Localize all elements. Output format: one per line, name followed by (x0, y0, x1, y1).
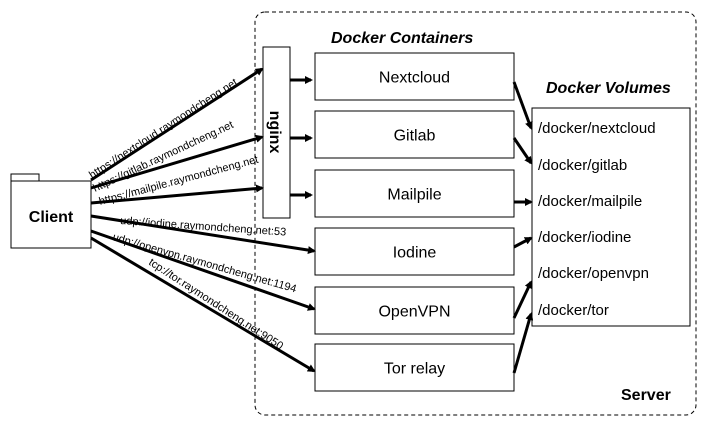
volumes-layer: /docker/nextcloud/docker/gitlab/docker/m… (538, 120, 656, 319)
volume-arrow-tor (512, 312, 534, 374)
connection-label-openvpn: udp://openvpn.raymondcheng.net:1194 (111, 231, 298, 295)
container-label: OpenVPN (378, 304, 450, 321)
client-arrow-iodine (90, 214, 316, 255)
container-label: Nextcloud (379, 70, 450, 87)
client-node: Client (10, 173, 92, 249)
container-box (314, 52, 515, 101)
container-tor: Tor relay (314, 343, 515, 392)
container-label: Mailpile (387, 187, 441, 204)
container-mailpile: Mailpile (314, 169, 515, 218)
server-label: Server (621, 387, 671, 404)
volume-tor: /docker/tor (538, 302, 609, 319)
container-label: Gitlab (394, 128, 436, 145)
volume-arrow-nextcloud (512, 81, 533, 130)
container-iodine: Iodine (314, 227, 515, 276)
volume-openvpn: /docker/openvpn (538, 265, 649, 282)
container-box (314, 169, 515, 218)
container-box (314, 227, 515, 276)
volumes-box (531, 107, 691, 327)
volume-nextcloud: /docker/nextcloud (538, 120, 656, 137)
volumes-heading: Docker Volumes (546, 80, 671, 97)
container-label: Iodine (393, 245, 437, 262)
client-arrow-openvpn (90, 229, 316, 311)
server-boundary (254, 11, 697, 416)
volume-arrow-gitlab (512, 137, 533, 165)
nginx-label: nginx (266, 111, 283, 154)
container-gitlab: Gitlab (314, 110, 515, 159)
volume-gitlab: /docker/gitlab (538, 157, 627, 174)
containers-heading: Docker Containers (331, 30, 473, 47)
volume-iodine: /docker/iodine (538, 229, 631, 246)
container-box (314, 110, 515, 159)
client-label: Client (29, 209, 74, 226)
client-arrow-tor (90, 236, 316, 373)
container-box (314, 343, 515, 392)
client-arrow-nextcloud (90, 67, 264, 182)
nginx-node: nginx (262, 46, 291, 219)
volume-mailpile: /docker/mailpile (538, 193, 642, 210)
container-box (314, 286, 515, 335)
client-arrow-gitlab (90, 134, 264, 190)
container-label: Tor relay (384, 361, 445, 378)
client-arrow-mailpile (90, 184, 264, 205)
container-nextcloud: Nextcloud (314, 52, 515, 101)
arrows-layer (90, 67, 534, 374)
container-openvpn: OpenVPN (314, 286, 515, 335)
volume-arrow-iodine (513, 236, 533, 249)
volume-arrow-openvpn (512, 280, 533, 319)
